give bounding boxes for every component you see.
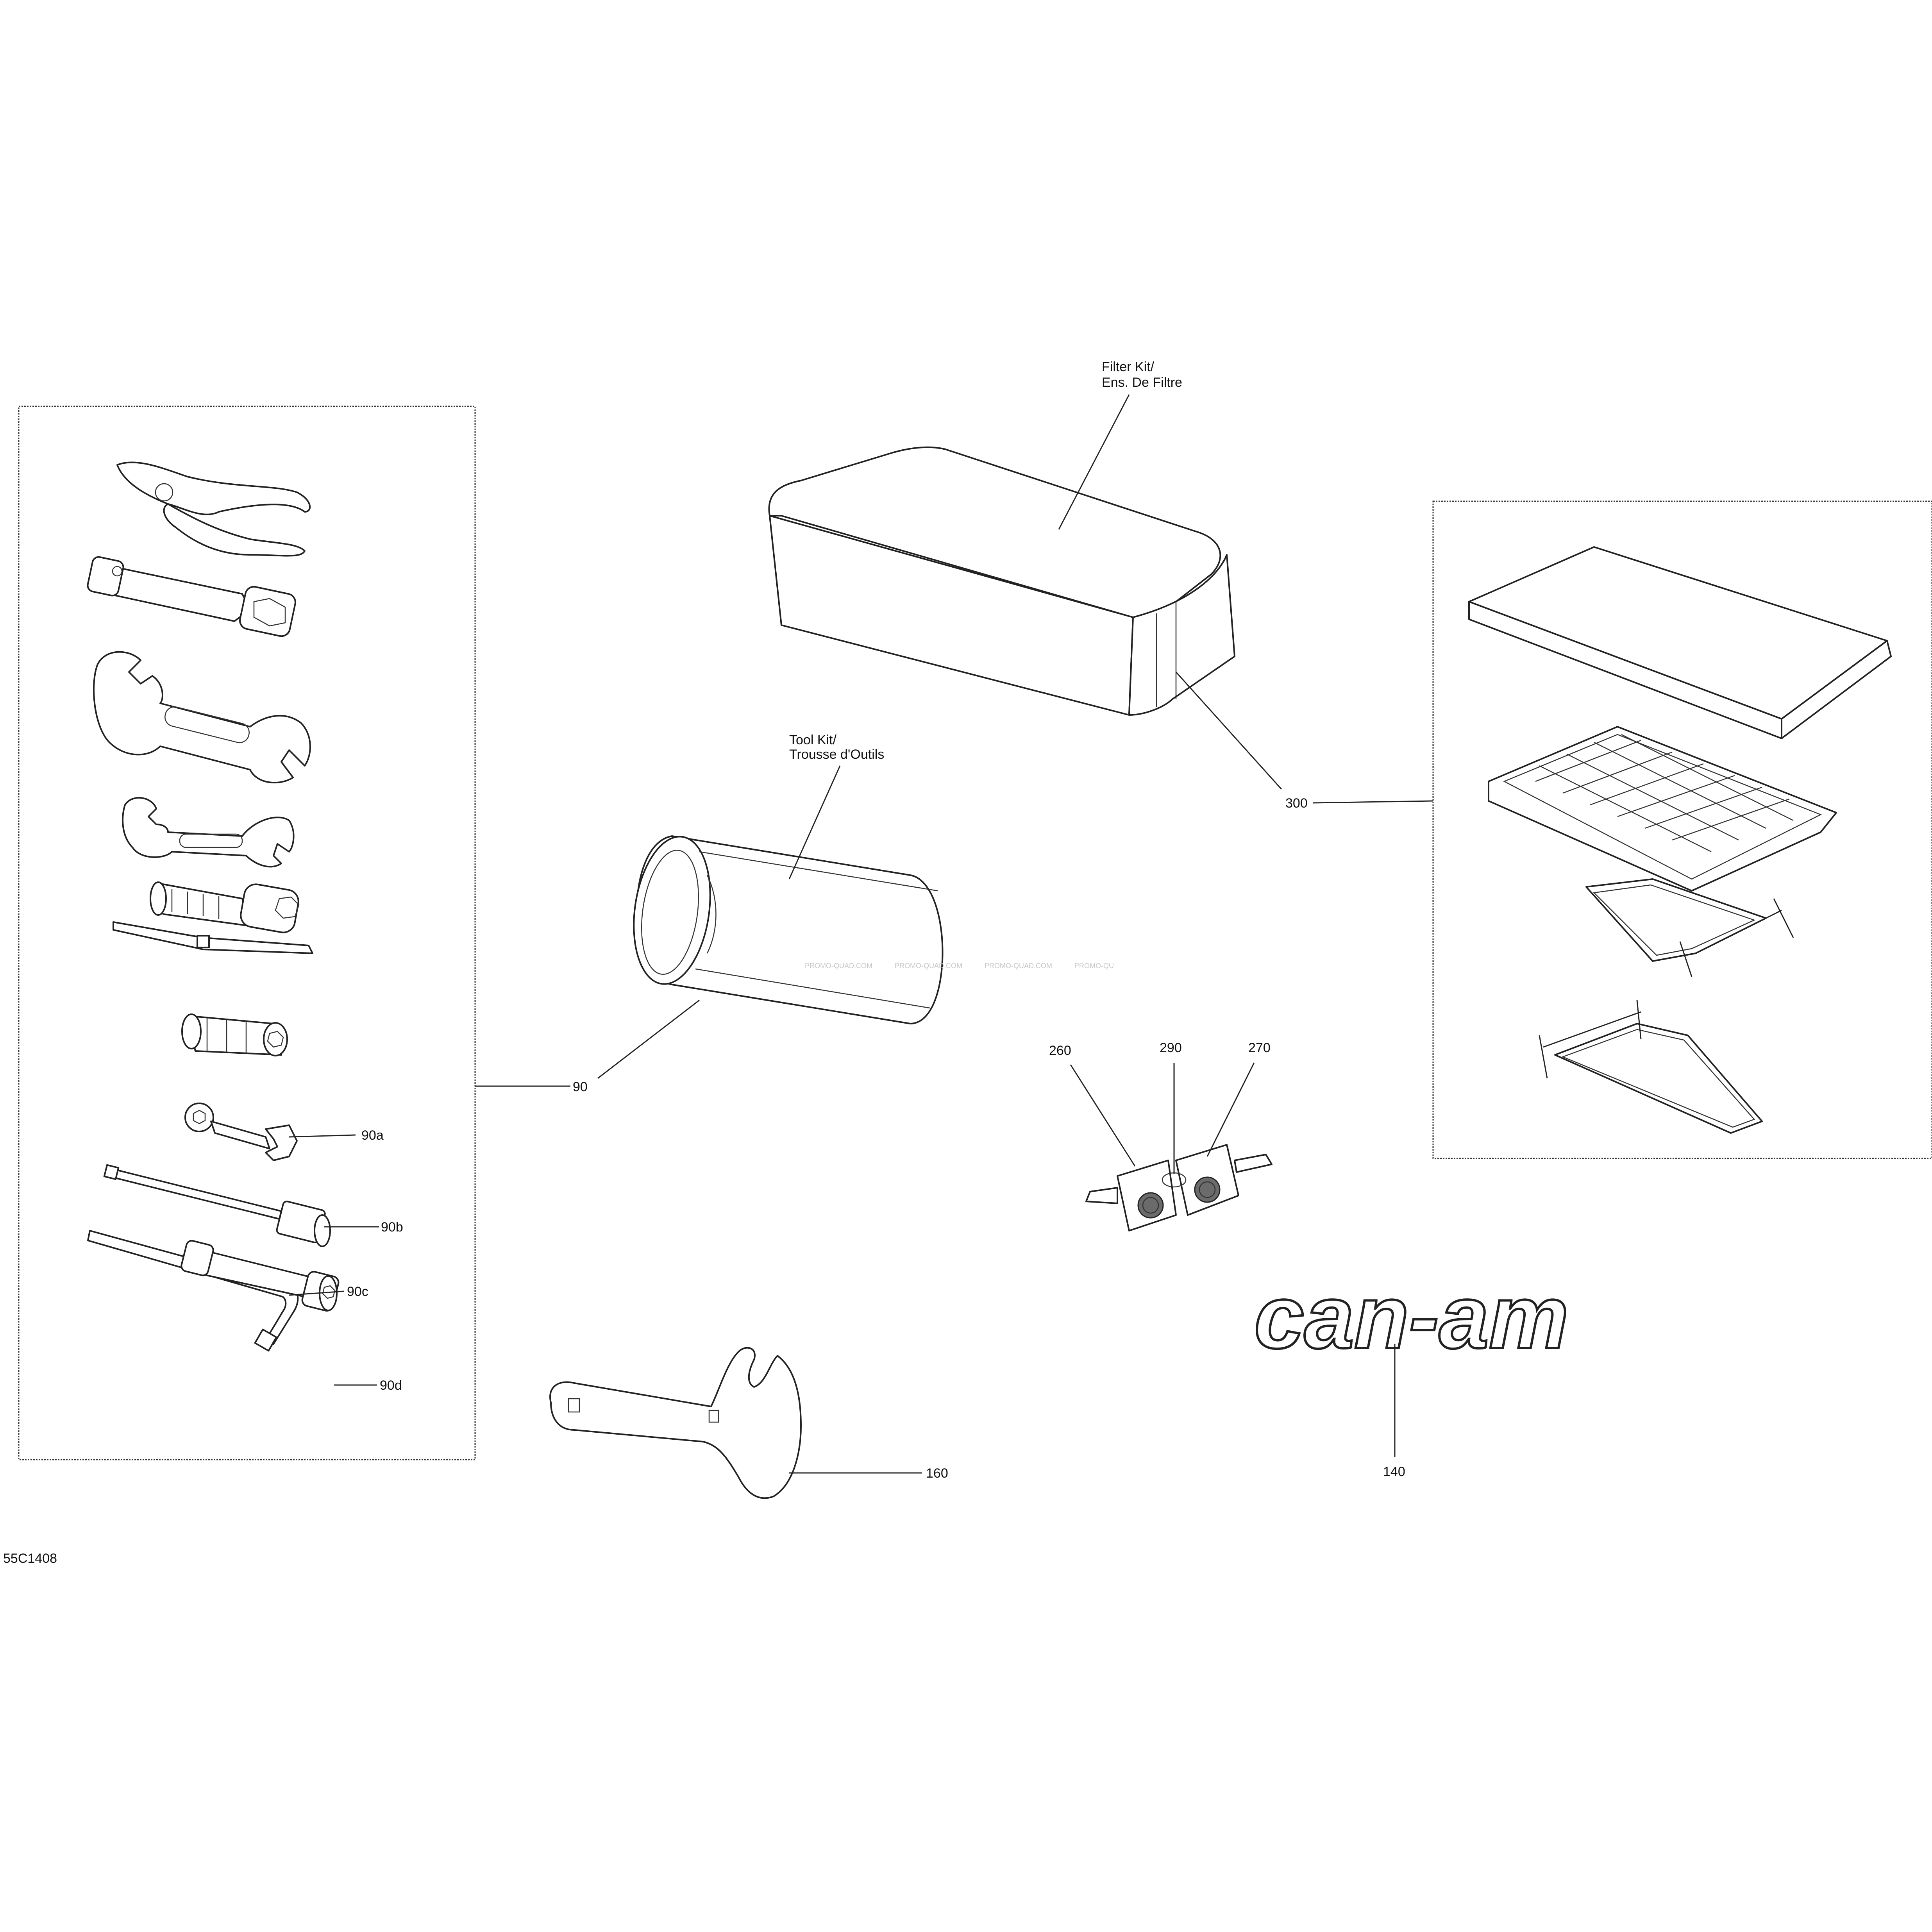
extension-bar-90b-icon	[103, 1164, 331, 1247]
spanner-160-icon	[549, 1347, 802, 1499]
filter-cage-lower-icon	[1539, 1000, 1763, 1134]
leader-line-90-bag	[597, 999, 700, 1079]
combination-wrench-90a-icon	[184, 1103, 298, 1161]
filter-kit-label-line2: Ens. De Filtre	[1102, 375, 1182, 390]
screwdriver-icon	[113, 881, 313, 954]
watermark-4: PROMO-QU	[1074, 962, 1114, 970]
label-90b: 90b	[381, 1220, 403, 1235]
pliers-icon	[116, 461, 311, 557]
leader-line-90a	[289, 1134, 356, 1138]
watermark-1: PROMO-QUAD.COM	[805, 962, 872, 970]
filter-kit-box-icon	[768, 446, 1235, 716]
label-270: 270	[1248, 1040, 1271, 1055]
leader-line-filter-kit	[1058, 394, 1130, 530]
socket-tube-wrench-icon	[87, 556, 296, 637]
watermark-2: PROMO-QUAD.COM	[895, 962, 962, 970]
filter-kit-contents-box	[1432, 500, 1932, 1159]
foam-filter-icon	[1468, 546, 1892, 739]
tool-kit-contents-box	[18, 406, 476, 1460]
leader-line-300-kit	[1312, 800, 1433, 804]
key-260-icon	[1085, 1160, 1177, 1231]
label-140: 140	[1383, 1464, 1405, 1479]
key-270-icon	[1175, 1144, 1273, 1216]
label-90c: 90c	[347, 1284, 368, 1299]
tool-kit-label-line1: Tool Kit/	[789, 733, 836, 747]
leader-line-90c	[289, 1290, 344, 1296]
leader-line-tool-kit	[788, 765, 841, 879]
filter-grid-frame-icon	[1488, 726, 1837, 892]
label-290: 290	[1160, 1040, 1182, 1055]
leader-line-260	[1070, 1064, 1136, 1167]
leader-line-270	[1206, 1062, 1255, 1157]
tube-wrench-90d-icon	[181, 1240, 340, 1312]
label-90: 90	[573, 1079, 588, 1094]
open-end-wrench-small-icon	[122, 797, 295, 868]
diagram-code: 55C1408	[3, 1551, 57, 1566]
watermark-3: PROMO-QUAD.COM	[985, 962, 1052, 970]
socket-adapter-icon	[181, 1013, 288, 1056]
label-90a: 90a	[361, 1128, 384, 1143]
label-160: 160	[926, 1466, 948, 1481]
label-300: 300	[1285, 796, 1308, 811]
tool-bag-icon	[633, 835, 944, 1024]
open-end-wrench-large-icon	[93, 651, 311, 784]
hex-key-90c-icon	[87, 1230, 299, 1352]
can-am-decal-icon: can-am	[1253, 1265, 1570, 1368]
label-260: 260	[1049, 1043, 1071, 1058]
tool-kit-label-line2: Trousse d'Outils	[789, 747, 884, 762]
leader-line-300-box	[1175, 671, 1282, 790]
filter-kit-label-line1: Filter Kit/	[1102, 359, 1155, 374]
filter-cage-upper-icon	[1585, 878, 1794, 977]
label-90d: 90d	[380, 1378, 402, 1393]
can-am-logo-text: can-am	[1254, 1267, 1569, 1367]
